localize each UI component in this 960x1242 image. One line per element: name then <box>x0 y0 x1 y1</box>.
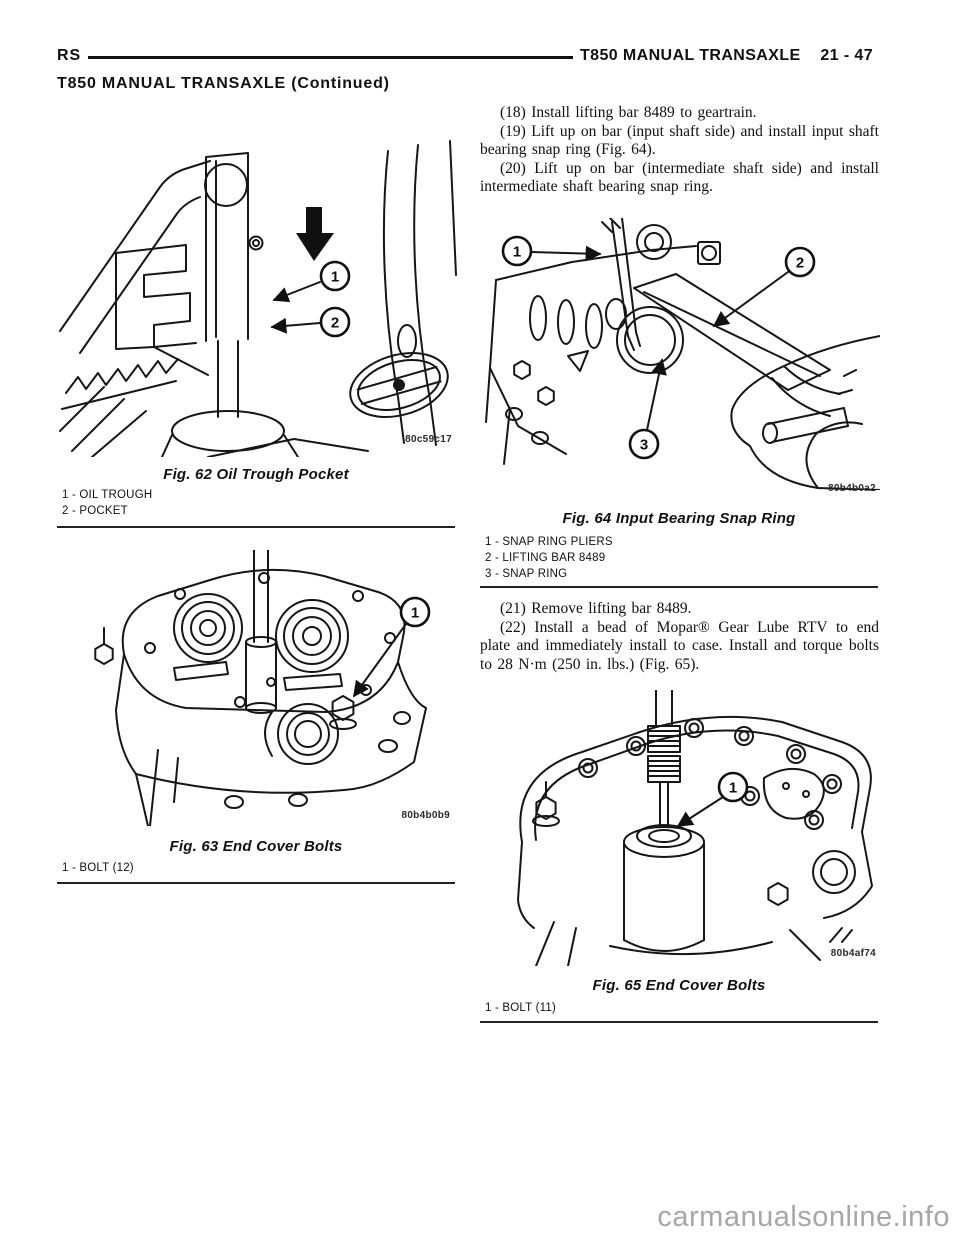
end-cover-bolts <box>578 718 842 830</box>
figure-63-caption: Fig. 63 End Cover Bolts <box>169 838 343 855</box>
figure-64-caption: Fig. 64 Input Bearing Snap Ring <box>562 510 796 527</box>
procedure-steps-top: (18) Install lifting bar 8489 to geartra… <box>480 104 879 197</box>
figure-65-caption: Fig. 65 End Cover Bolts <box>592 977 766 994</box>
callout-2-circle <box>784 246 816 278</box>
step-21: (21) Remove lifting bar 8489. <box>500 600 692 617</box>
step-18: (18) Install lifting bar 8489 to geartra… <box>500 104 757 121</box>
callout-1-label: 1 <box>411 605 419 622</box>
callout-2-label: 2 <box>796 255 804 272</box>
callout-2-label: 2 <box>331 315 339 332</box>
step-19: (19) Lift up on bar (input shaft side) a… <box>480 122 879 159</box>
torque-bolt-drawing <box>517 690 873 966</box>
header-manual-code: RS <box>57 47 82 64</box>
callout-arrows <box>270 281 321 334</box>
figure-62-legend: 1 - OIL TROUGH 2 - POCKET <box>62 487 152 519</box>
figure-65-legend: 1 - BOLT (11) <box>485 1000 556 1016</box>
legend-item: 1 - BOLT (11) <box>485 1002 556 1014</box>
figure-64-illustration: 1 2 3 <box>485 218 880 490</box>
figure-63-code: 80b4b0b9 <box>401 810 450 821</box>
callout-1-circle <box>319 260 351 292</box>
callout-1-circle <box>399 596 431 628</box>
callout-1-label: 1 <box>729 780 737 797</box>
figure-65-illustration: 1 <box>517 690 873 966</box>
callout-1-circle <box>717 771 749 803</box>
figure-62-divider <box>57 526 455 528</box>
header-right: T850 MANUAL TRANSAXLE 21 - 47 <box>580 47 873 65</box>
figure-63-illustration: 1 <box>94 550 431 826</box>
legend-item: 2 - LIFTING BAR 8489 <box>485 552 606 564</box>
header-section-title: T850 MANUAL TRANSAXLE <box>580 47 801 64</box>
figure-62-illustration: 1 2 <box>59 140 457 457</box>
watermark: carmanualsonline.info <box>657 1201 950 1233</box>
legend-item: 1 - OIL TROUGH <box>62 489 153 501</box>
transaxle-case-drawing <box>59 140 457 457</box>
oil-trough-plate <box>349 352 449 418</box>
end-cover-drawing <box>94 550 427 826</box>
snap-ring-install-drawing <box>485 218 880 490</box>
figure-64-legend: 1 - SNAP RING PLIERS 2 - LIFTING BAR 848… <box>485 534 613 582</box>
figure-63-legend: 1 - BOLT (12) <box>62 860 134 876</box>
legend-item: 1 - SNAP RING PLIERS <box>485 536 613 548</box>
callout-1-label: 1 <box>331 269 339 286</box>
figure-62-caption: Fig. 62 Oil Trough Pocket <box>163 466 349 483</box>
legend-item: 3 - SNAP RING <box>485 568 568 580</box>
figure-62-code: 80c59c17 <box>405 434 452 445</box>
down-arrow-icon <box>296 207 334 261</box>
header-page-number: 21 - 47 <box>820 47 873 64</box>
figure-63-divider <box>57 882 455 884</box>
header-rule <box>88 56 573 59</box>
figure-64-code: 80b4b0a2 <box>828 483 876 494</box>
figure-65-code: 80b4af74 <box>830 948 876 959</box>
figure-65-divider <box>480 1021 878 1023</box>
callout-2-circle <box>319 306 351 338</box>
callout-1-label: 1 <box>513 244 521 261</box>
legend-item: 1 - BOLT (12) <box>62 862 134 874</box>
procedure-steps-bottom: (21) Remove lifting bar 8489. (22) Insta… <box>480 600 879 674</box>
callout-3-circle <box>628 428 660 460</box>
legend-item: 2 - POCKET <box>62 505 128 517</box>
callout-3-label: 3 <box>640 437 648 454</box>
step-20: (20) Lift up on bar (intermediate shaft … <box>480 159 879 196</box>
section-continued-title: T850 MANUAL TRANSAXLE (Continued) <box>57 75 390 92</box>
figure-64-divider <box>480 586 878 588</box>
step-22: (22) Install a bead of Mopar® Gear Lube … <box>480 618 879 673</box>
callout-1-circle <box>501 235 533 267</box>
